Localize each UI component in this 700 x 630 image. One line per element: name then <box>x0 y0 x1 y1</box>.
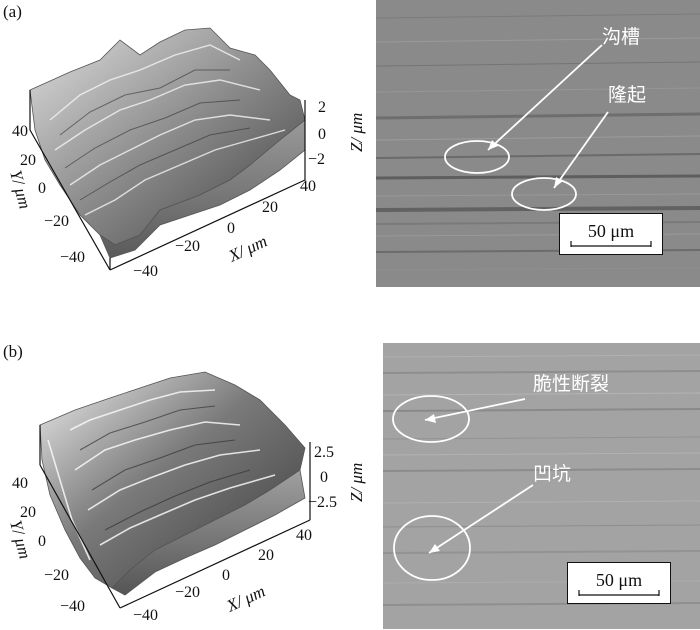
panel-a-x-tick-2: 0 <box>227 220 235 237</box>
panel-a-micrograph: 沟槽 隆起 50 μm <box>376 0 700 287</box>
panel-a-x-tick-3: 20 <box>262 199 278 216</box>
panel-a-y-tick-2: 0 <box>38 180 46 197</box>
panel-b-z-tick-1: 0 <box>320 469 328 486</box>
panel-a-ridge-circle <box>511 177 577 211</box>
panel-b-y-tick-1: 20 <box>20 504 36 521</box>
panel-b-y-tick-3: −20 <box>44 567 69 584</box>
panel-b-x-tick-3: 20 <box>258 547 274 564</box>
panel-b-scale-text: 50 μm <box>595 570 643 590</box>
panel-b-y-tick-4: −40 <box>60 598 85 615</box>
panel-b-pit-arrow <box>428 484 534 554</box>
panel-a-ridge-arrow <box>553 111 609 189</box>
panel-a-ridge-label: 隆起 <box>608 84 647 106</box>
panel-a-groove-arrow <box>487 44 603 151</box>
panel-b-surface-front <box>111 469 306 596</box>
panel-b-z-tick-0: 2.5 <box>314 444 334 461</box>
panel-b-z-axis-label: Z/ μm <box>347 463 366 502</box>
panel-a-label: (a) <box>3 2 22 21</box>
panel-b-z-tick-2: −2.5 <box>308 494 337 511</box>
panel-b-micrograph: 脆性断裂 凹坑 50 μm <box>383 343 700 629</box>
panel-a-groove-circle <box>444 140 510 174</box>
panel-a-surface-plot: 40 20 0 −20 −40 −40 −20 0 20 40 2 0 −2 Y… <box>6 27 366 280</box>
panel-b-x-tick-4: 40 <box>296 527 312 544</box>
panel-b-y-axis-label: Y/ μm <box>6 518 35 561</box>
panel-a-y-axis-label: Y/ μm <box>6 168 35 211</box>
panel-a-groove-label: 沟槽 <box>602 26 641 48</box>
panel-a-z-axis-label: Z/ μm <box>347 113 366 152</box>
panel-b-x-tick-1: −20 <box>175 584 200 601</box>
panel-b-surface-plot: 40 20 0 −20 −40 −40 −20 0 20 40 2.5 0 −2… <box>6 371 366 624</box>
panel-a-x-tick-1: −20 <box>175 238 200 255</box>
panel-b-pit-label: 凹坑 <box>533 463 572 485</box>
panel-b-y-tick-0: 40 <box>12 475 28 492</box>
panel-b-label: (b) <box>3 342 23 361</box>
panel-a-x-tick-0: −40 <box>133 263 158 280</box>
panel-a-z-tick-0: 2 <box>318 99 326 116</box>
panel-b-x-tick-0: −40 <box>133 607 158 624</box>
panel-b-y-tick-2: 0 <box>38 533 46 550</box>
panel-a-z-tick-2: −2 <box>308 151 325 168</box>
panel-b-fracture-label: 脆性断裂 <box>533 373 610 395</box>
panel-b-fracture-arrow <box>424 398 526 421</box>
panel-a-scale-bar: 50 μm <box>559 213 663 255</box>
panel-b-scale-bar: 50 μm <box>567 562 671 604</box>
panel-a-y-tick-4: −40 <box>60 249 85 266</box>
panel-a-x-tick-4: 40 <box>300 178 316 195</box>
panel-b-pit-circle <box>393 515 471 581</box>
panel-b-x-tick-2: 0 <box>222 567 230 584</box>
panel-b-fracture-circle <box>392 395 470 443</box>
panel-a-z-tick-1: 0 <box>318 126 326 143</box>
panel-a-y-tick-3: −20 <box>44 213 69 230</box>
panel-a-scale-text: 50 μm <box>587 221 635 241</box>
panel-b-x-axis-label: X/ μm <box>223 581 268 616</box>
panel-a-y-tick-1: 20 <box>20 152 36 169</box>
panel-a-y-tick-0: 40 <box>12 123 28 140</box>
